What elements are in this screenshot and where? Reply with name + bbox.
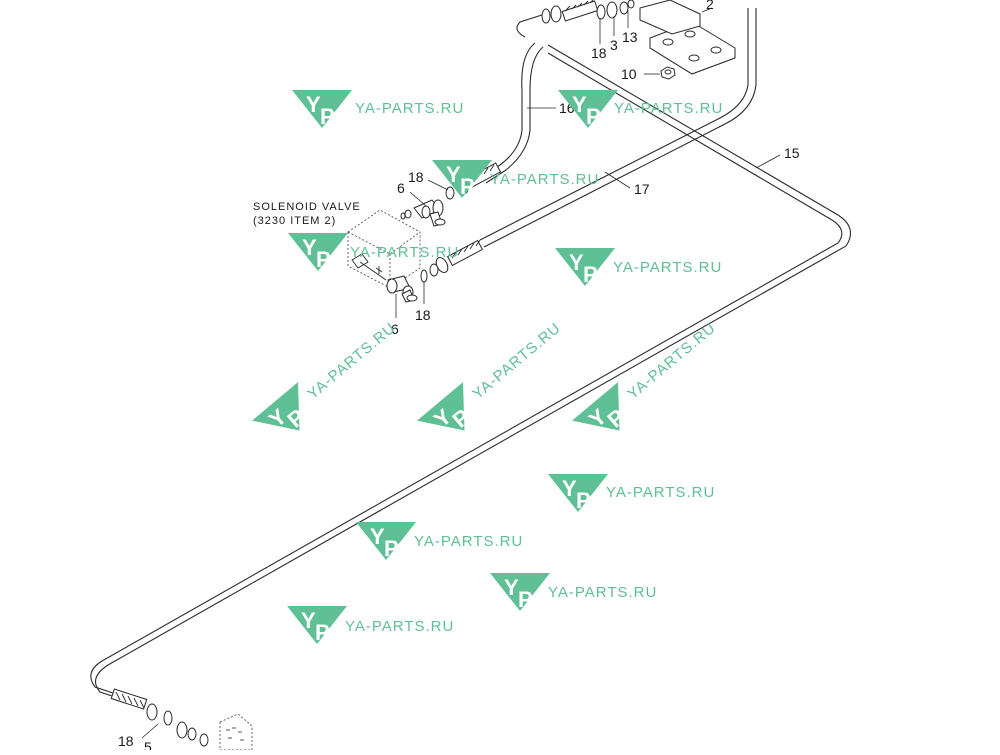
lower-hose-end: [420, 239, 484, 283]
callout-18-bottom: 18: [118, 733, 134, 749]
svg-text:Y: Y: [504, 575, 519, 600]
svg-text:Y: Y: [572, 92, 587, 117]
svg-text:P: P: [315, 620, 330, 645]
callout-10: 10: [621, 66, 637, 82]
svg-text:Y: Y: [370, 524, 385, 549]
svg-text:P: P: [583, 262, 598, 287]
watermark-text: YA-PARTS.RU: [490, 171, 599, 188]
watermark-text: YA-PARTS.RU: [606, 484, 715, 501]
callout-6-lower: 6: [391, 321, 399, 337]
watermark-text: YA-PARTS.RU: [469, 319, 564, 402]
svg-text:P: P: [320, 104, 335, 129]
svg-text:Y: Y: [446, 162, 461, 187]
svg-text:Y: Y: [301, 608, 316, 633]
watermark-text: YA-PARTS.RU: [355, 100, 464, 117]
watermark-text: YA-PARTS.RU: [548, 584, 657, 601]
pipe-16: [479, 13, 546, 184]
watermark-text: YA-PARTS.RU: [350, 244, 459, 261]
pipe-17: [479, 8, 757, 248]
callout-13: 13: [622, 29, 638, 45]
callout-18-mid: 18: [408, 169, 424, 185]
svg-text:P: P: [586, 104, 601, 129]
bottom-hose-end: [110, 688, 253, 751]
callout-18-lower: 18: [415, 307, 431, 323]
svg-text:Y: Y: [562, 476, 577, 501]
callout-17: 17: [634, 181, 650, 197]
elbow-fitting-6-lower: [359, 261, 418, 303]
elbow-fitting-6-upper: [400, 199, 446, 227]
svg-text:Y: Y: [569, 250, 584, 275]
watermark-text: YA-PARTS.RU: [414, 533, 523, 550]
top-fittings: [541, 0, 635, 24]
watermark-11: Y P YA-PARTS.RU: [490, 573, 657, 612]
callout-2: 2: [706, 0, 714, 12]
bracket-plate-2: [639, 0, 736, 75]
watermark-1: Y P YA-PARTS.RU: [292, 90, 464, 129]
svg-text:P: P: [316, 247, 331, 272]
svg-text:P: P: [576, 488, 591, 513]
svg-text:P: P: [518, 587, 533, 612]
annotation-line-2: (3230 ITEM 2): [253, 215, 336, 227]
watermark-text: YA-PARTS.RU: [613, 259, 722, 276]
watermark-text: YA-PARTS.RU: [345, 618, 454, 635]
watermark-text: YA-PARTS.RU: [624, 319, 719, 402]
solenoid-annotation: SOLENOID VALVE (3230 ITEM 2): [253, 201, 361, 227]
svg-text:Y: Y: [302, 235, 317, 260]
watermark-4: Y P YA-PARTS.RU: [288, 233, 459, 272]
watermark-5: Y P YA-PARTS.RU: [555, 248, 722, 287]
svg-text:Y: Y: [306, 92, 321, 117]
callout-18-top: 18: [591, 45, 607, 61]
watermark-10: Y P YA-PARTS.RU: [356, 522, 523, 561]
watermark-text: YA-PARTS.RU: [304, 319, 399, 402]
callout-5: 5: [144, 739, 152, 750]
callout-15: 15: [784, 145, 800, 161]
watermark-9: Y P YA-PARTS.RU: [548, 474, 715, 513]
watermark-text: YA-PARTS.RU: [614, 100, 723, 117]
watermark-2: Y P YA-PARTS.RU: [558, 90, 723, 129]
leader-lines: [141, 7, 781, 739]
watermark-7-rotated: Y P YA-PARTS.RU: [417, 319, 564, 450]
annotation-line-1: SOLENOID VALVE: [253, 201, 361, 213]
pipe-15: [90, 44, 852, 699]
watermark-3: Y P YA-PARTS.RU: [432, 160, 599, 199]
svg-text:P: P: [460, 174, 475, 199]
watermark-6-rotated: Y P YA-PARTS.RU: [252, 319, 399, 450]
callout-6-upper: 6: [397, 180, 405, 196]
svg-text:P: P: [384, 536, 399, 561]
nut-10: [660, 66, 676, 80]
callout-3: 3: [610, 37, 618, 53]
watermark-12: Y P YA-PARTS.RU: [287, 606, 454, 645]
